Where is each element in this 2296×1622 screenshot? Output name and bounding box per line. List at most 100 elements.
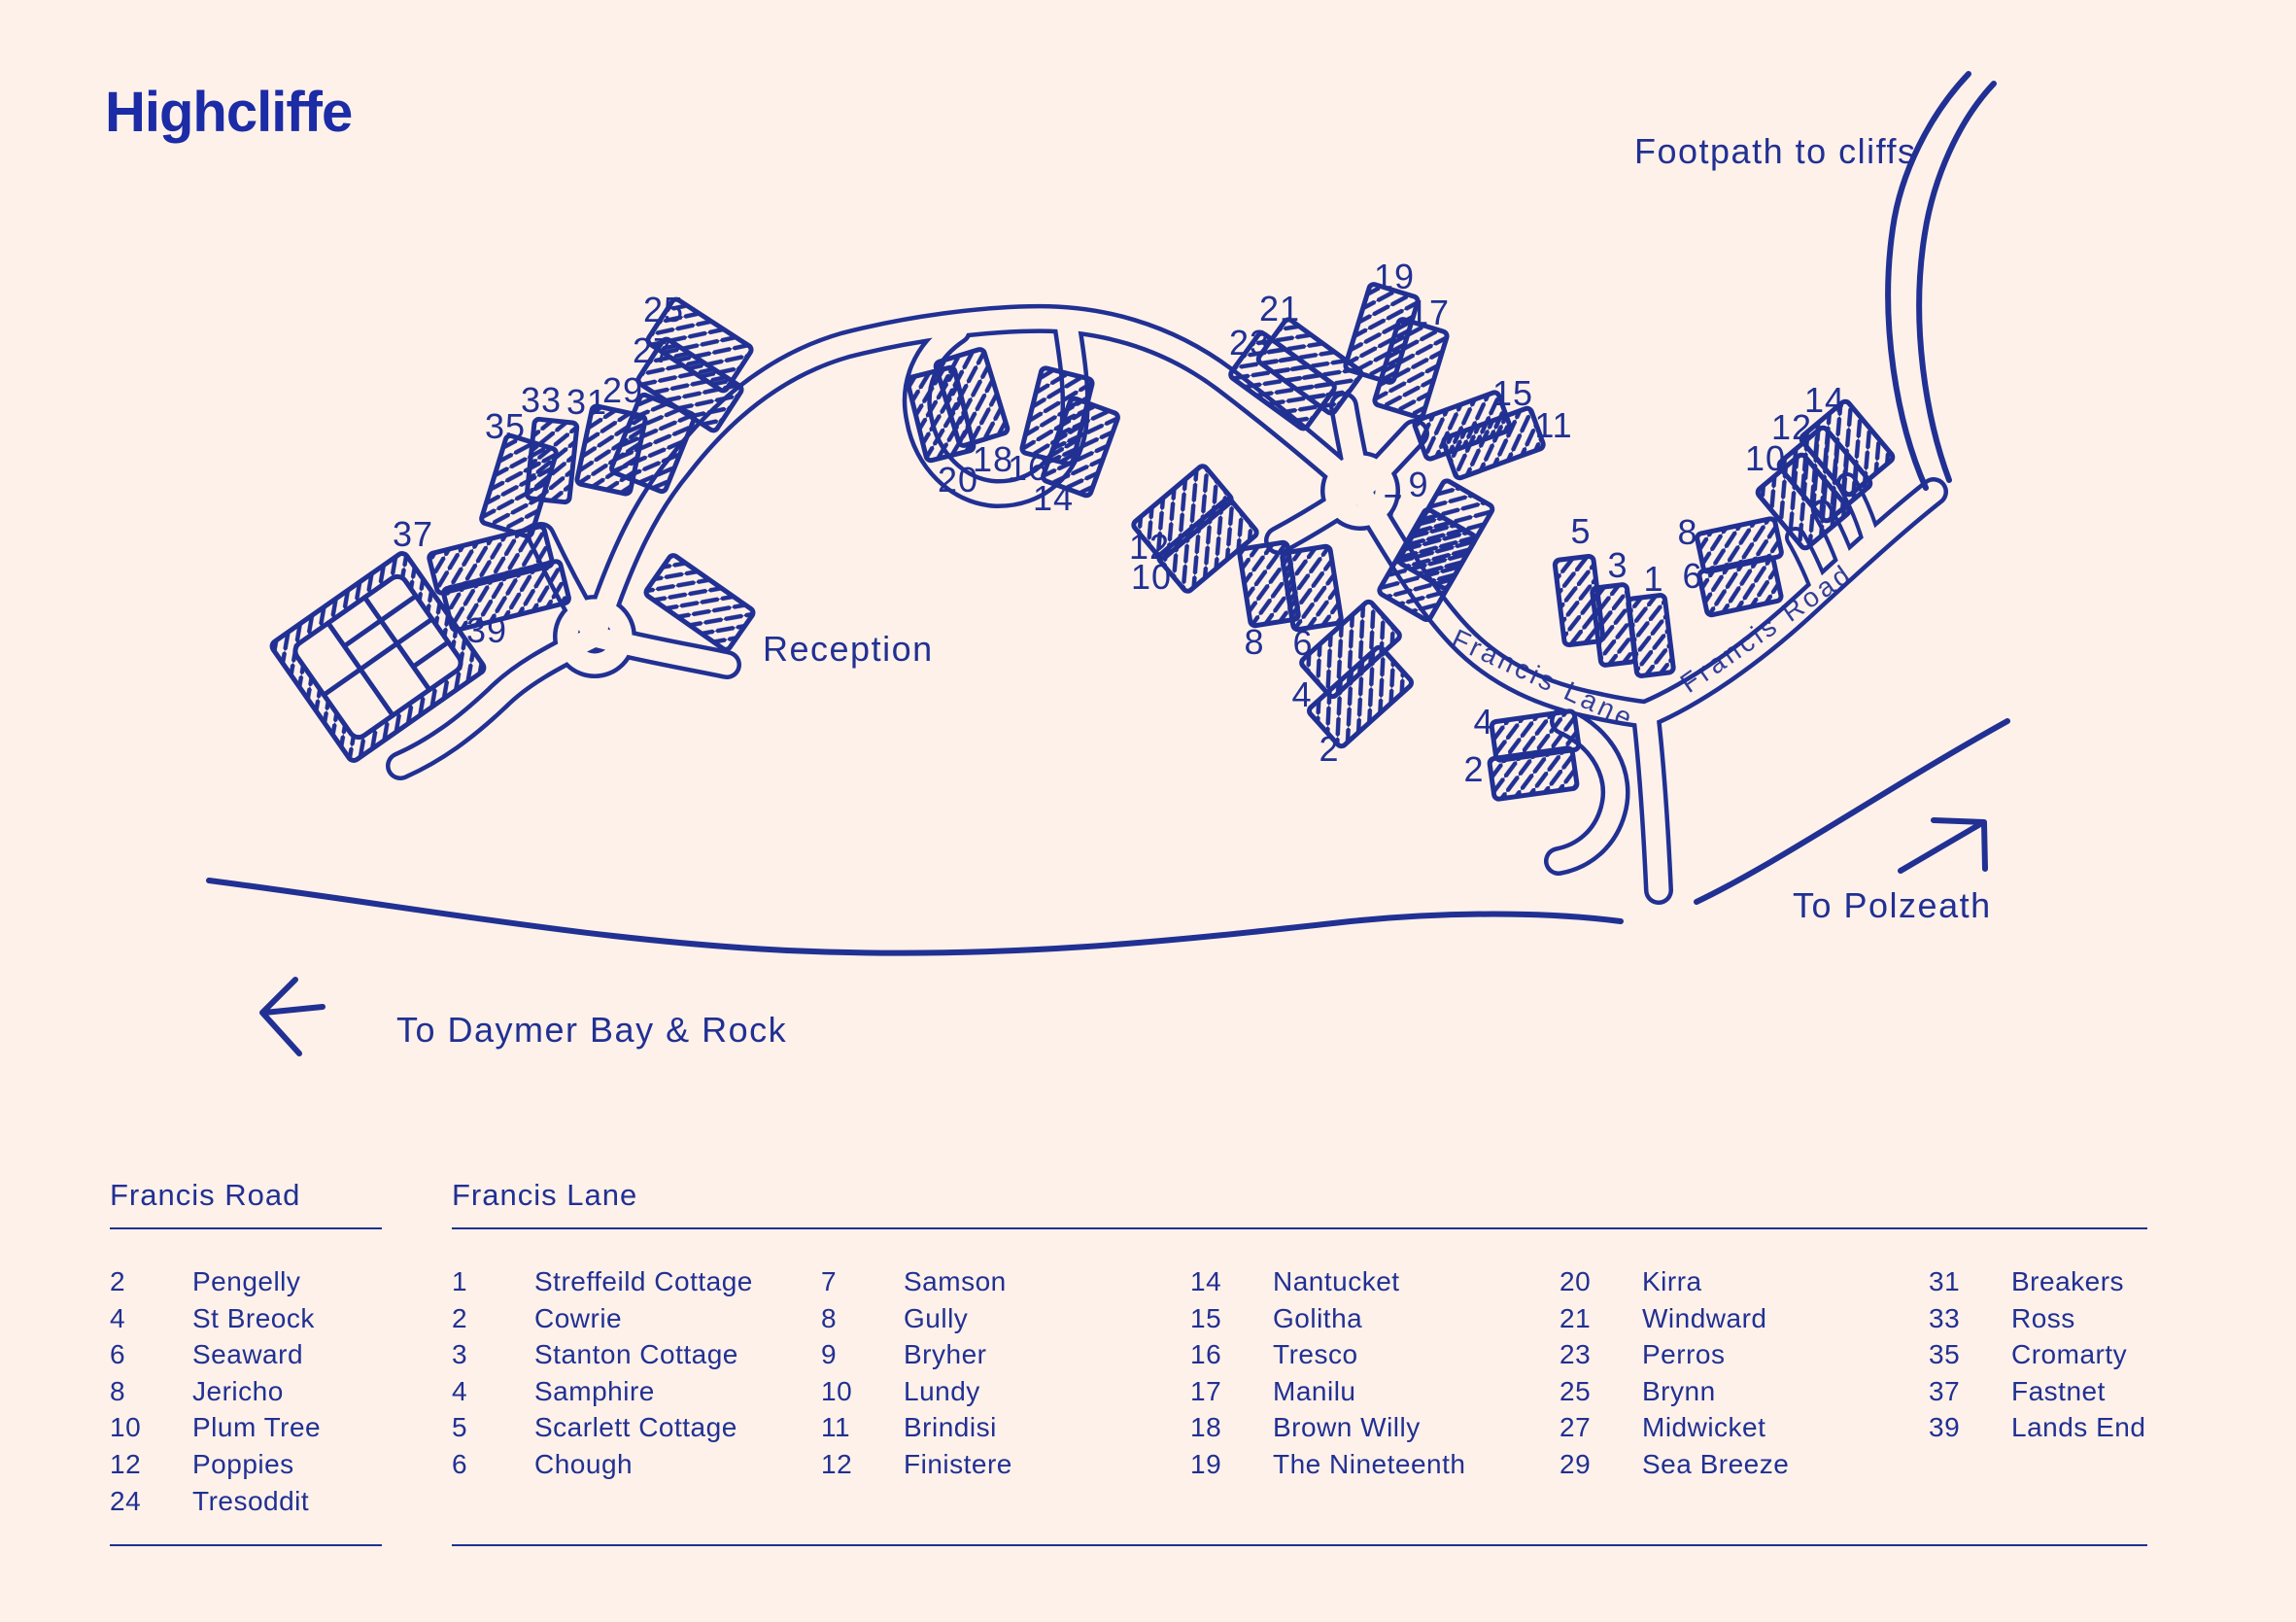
legend-entry-name: Nantucket <box>1273 1266 1400 1296</box>
building-number-label: 11 <box>1534 405 1572 445</box>
legend-entry: 11 Brindisi <box>821 1409 1012 1446</box>
building-number-label: 21 <box>1259 289 1300 328</box>
building-number-label: 10 <box>1745 438 1786 478</box>
legend-entry-name: Brindisi <box>904 1412 997 1443</box>
legend-entry-number: 7 <box>821 1266 838 1296</box>
legend-entry-name: Cromarty <box>2011 1339 2128 1370</box>
legend-entry-name: Stanton Cottage <box>534 1339 738 1370</box>
building-number-label: 33 <box>521 380 562 420</box>
building-14 <box>1799 398 1896 498</box>
road-network-surface <box>390 308 1944 901</box>
legend-entry-name: Fastnet <box>2011 1375 2106 1406</box>
building-number-label: 12 <box>1771 407 1812 447</box>
building-10 <box>1156 497 1259 594</box>
building-number-label: 14 <box>1033 478 1074 518</box>
reception-building <box>643 553 756 652</box>
building-number-label: 1 <box>1643 559 1663 599</box>
daymer-arrow-icon <box>259 977 326 1056</box>
building-number-label: 3 <box>1607 545 1628 585</box>
legend-entry-number: 18 <box>1190 1412 1222 1443</box>
legend-entry: 20 Kirra <box>1559 1263 1789 1300</box>
legend-entry-number: 11 <box>821 1412 851 1443</box>
building-number-label: 39 <box>466 610 507 650</box>
building-number-label: 6 <box>1292 623 1313 663</box>
legend-entry-name: Brown Willy <box>1273 1412 1421 1443</box>
legend-entry-name: Pengelly <box>192 1266 301 1296</box>
legend-entry-number: 12 <box>110 1448 142 1479</box>
legend-entry-name: Gully <box>904 1302 969 1333</box>
building-number-label: 31 <box>566 382 607 422</box>
building-numbers-layer: 2527293133353739201816142321191715119712… <box>393 257 1844 789</box>
legend-entry-name: The Nineteenth <box>1273 1448 1466 1479</box>
building-35 <box>479 432 559 539</box>
legend-entry-name: Perros <box>1642 1339 1726 1370</box>
building-number-label: 27 <box>633 330 673 370</box>
building-number-label: 29 <box>602 370 643 410</box>
legend-entry-number: 24 <box>110 1485 142 1516</box>
building-number-label: 2 <box>1463 749 1484 789</box>
daymer-label: To Daymer Bay & Rock <box>396 1010 787 1050</box>
legend-entry-name: Scarlett Cottage <box>534 1412 737 1443</box>
building-number-label: 16 <box>1008 448 1048 488</box>
legend-entry-name: Sea Breeze <box>1642 1448 1790 1479</box>
legend-entry-number: 14 <box>1190 1266 1222 1296</box>
legend-entry-number: 1 <box>452 1266 468 1296</box>
legend-entry-name: Tresco <box>1273 1339 1358 1370</box>
legend-entry-name: Lands End <box>2011 1412 2146 1443</box>
legend-entry-number: 12 <box>821 1448 853 1479</box>
legend-entry-number: 6 <box>110 1339 126 1370</box>
footpath-line-outer <box>1916 81 1997 483</box>
building-number-label: 35 <box>485 406 526 446</box>
legend-entry-number: 4 <box>452 1375 468 1406</box>
polzeath-label: To Polzeath <box>1793 885 1992 925</box>
legend-entry-number: 23 <box>1559 1339 1592 1370</box>
footpath-label: Footpath to cliffs <box>1634 131 1916 171</box>
legend-entry: 4 Samphire <box>452 1373 753 1410</box>
legend-entry-number: 20 <box>1559 1266 1592 1296</box>
legend-entry-name: Finistere <box>904 1448 1012 1479</box>
building-number-label: 37 <box>393 514 433 554</box>
building-2 <box>1487 745 1580 802</box>
building-number-label: 2 <box>1319 729 1339 769</box>
coastline-east <box>1694 718 2010 905</box>
legend-entry: 27 Midwicket <box>1559 1409 1789 1446</box>
legend-francis-lane-header: Francis Lane <box>452 1178 2147 1229</box>
legend-entry-name: Midwicket <box>1642 1412 1766 1443</box>
legend-entry: 12 Finistere <box>821 1446 1012 1483</box>
legend-entry-name: Kirra <box>1642 1266 1702 1296</box>
building-number-label: 17 <box>1409 293 1450 332</box>
legend-entry-name: Samphire <box>534 1375 655 1406</box>
building-11 <box>1441 405 1546 481</box>
legend-entry-name: Golitha <box>1273 1302 1363 1333</box>
building-number-label: 25 <box>643 290 684 329</box>
legend-entry-number: 37 <box>1929 1375 1961 1406</box>
page-title: Highcliffe <box>105 81 353 144</box>
building-number-label: 15 <box>1492 373 1533 413</box>
building-17 <box>1372 317 1450 420</box>
legend-entry-name: Manilu <box>1273 1375 1356 1406</box>
legend-rule <box>452 1544 2147 1546</box>
legend-entry-number: 8 <box>110 1375 126 1406</box>
building-7 <box>1377 507 1478 622</box>
building-number-label: 18 <box>973 439 1013 479</box>
legend-entry-number: 27 <box>1559 1412 1592 1443</box>
building-number-label: 23 <box>1229 323 1270 362</box>
building-number-label: 5 <box>1570 511 1591 551</box>
legend-entry: 8 Jericho <box>110 1373 321 1410</box>
legend-entry-name: Jericho <box>192 1375 284 1406</box>
